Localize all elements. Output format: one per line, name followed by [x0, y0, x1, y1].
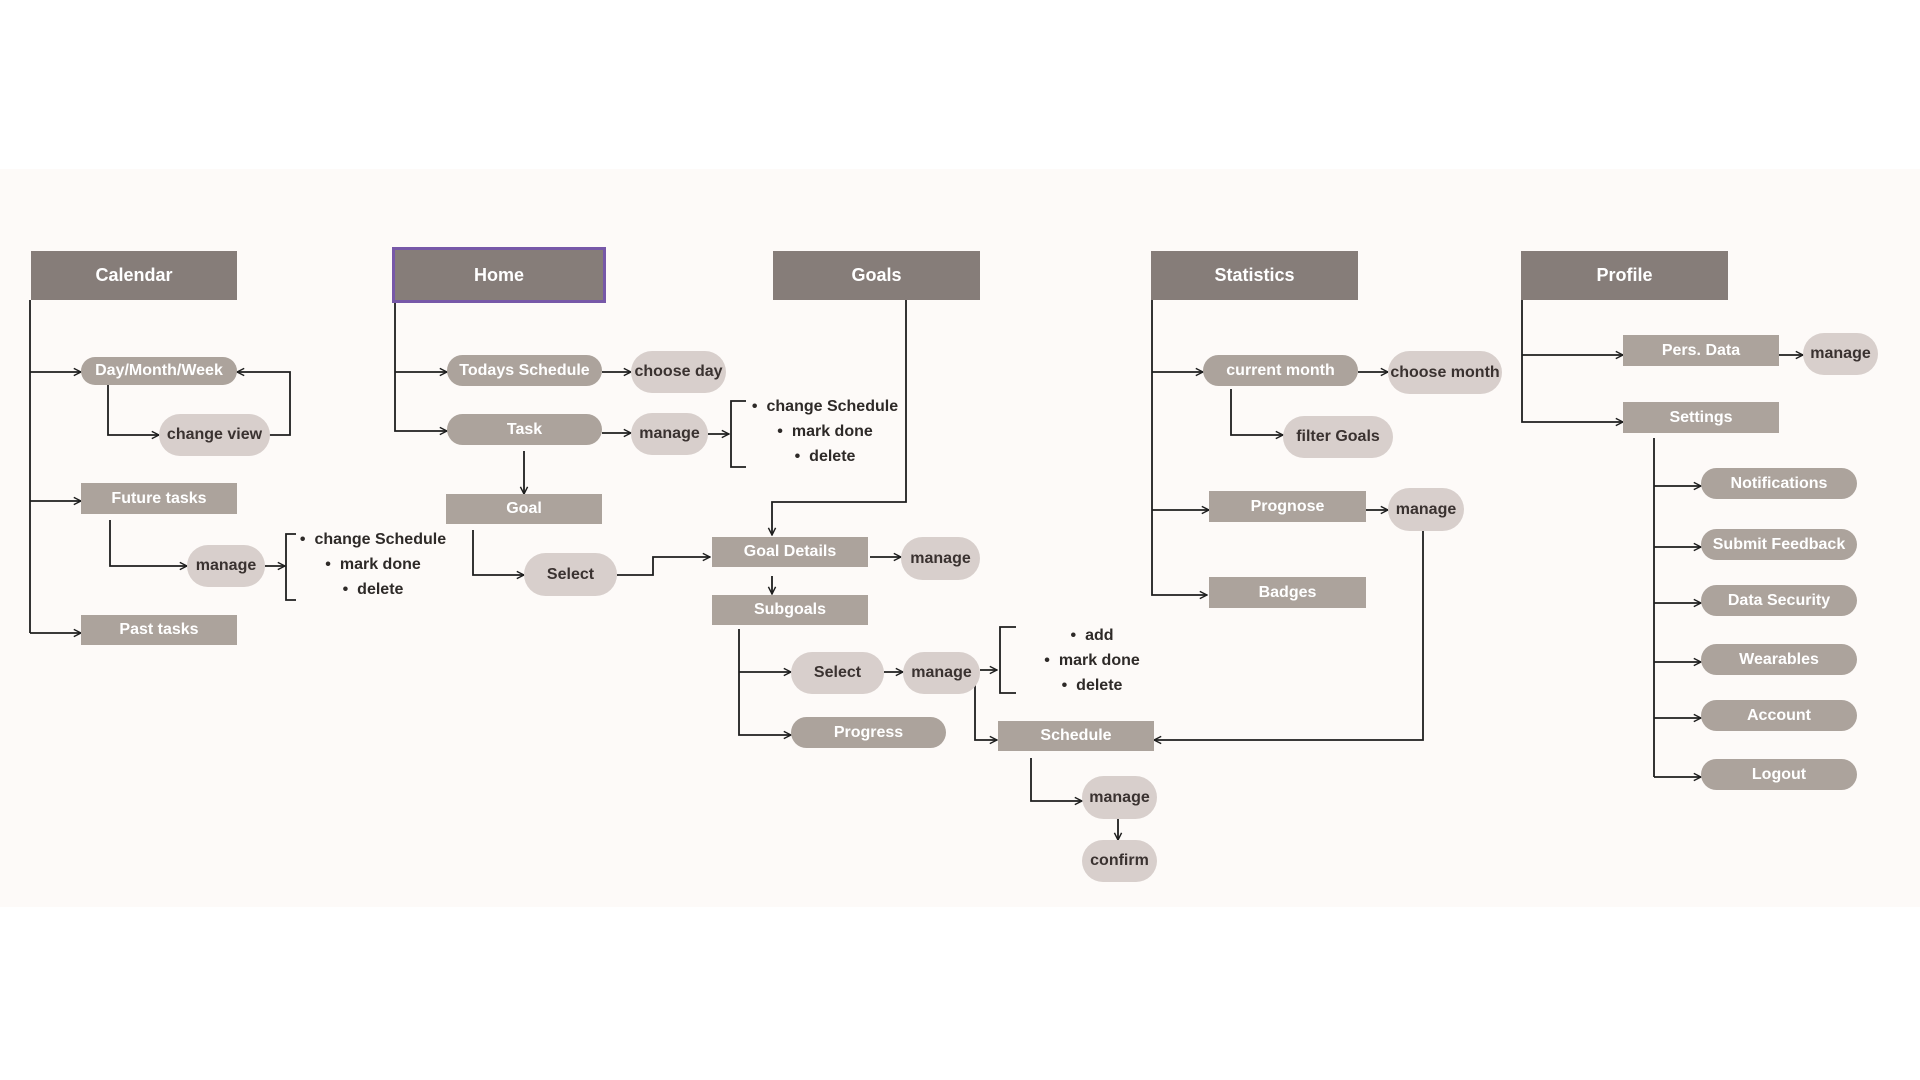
connector — [1230, 389, 1283, 435]
settings-node[interactable]: Settings — [1623, 402, 1779, 433]
choose-month-bubble[interactable]: choose month — [1388, 351, 1502, 394]
account-node[interactable]: Account — [1701, 700, 1857, 731]
connector — [738, 629, 791, 735]
action-item: delete — [740, 444, 910, 469]
prognose-node[interactable]: Prognose — [1209, 491, 1366, 522]
profile-header[interactable]: Profile — [1521, 251, 1728, 300]
notifications-node[interactable]: Notifications — [1701, 468, 1857, 499]
past-tasks-node[interactable]: Past tasks — [81, 615, 237, 645]
connector — [107, 385, 159, 435]
goals-header[interactable]: Goals — [773, 251, 980, 300]
action-item: change Schedule — [298, 527, 448, 552]
submit-feedback-node[interactable]: Submit Feedback — [1701, 529, 1857, 560]
current-month-node[interactable]: current month — [1203, 355, 1358, 386]
action-item: mark done — [1022, 648, 1162, 673]
connector — [285, 533, 296, 601]
statistics-header[interactable]: Statistics — [1151, 251, 1358, 300]
connector — [1521, 290, 1623, 422]
data-security-node[interactable]: Data Security — [1701, 585, 1857, 616]
choose-day-bubble[interactable]: choose day — [631, 351, 726, 393]
filter-goals-bubble[interactable]: filter Goals — [1283, 416, 1393, 458]
subgoal-select-bubble[interactable]: Select — [791, 652, 884, 694]
connector — [109, 520, 187, 566]
action-item: delete — [1022, 673, 1162, 698]
schedule-node[interactable]: Schedule — [998, 721, 1154, 751]
schedule-manage-bubble[interactable]: manage — [1082, 776, 1157, 819]
connector — [472, 530, 524, 575]
goal-node[interactable]: Goal — [446, 494, 602, 524]
logout-node[interactable]: Logout — [1701, 759, 1857, 790]
wearables-node[interactable]: Wearables — [1701, 644, 1857, 675]
todays-schedule-node[interactable]: Todays Schedule — [447, 355, 602, 386]
subgoals-node[interactable]: Subgoals — [712, 595, 868, 625]
connector — [1030, 758, 1082, 801]
goal-select-bubble[interactable]: Select — [524, 553, 617, 596]
future-tasks-actions-list: change Schedule mark done delete — [298, 527, 448, 602]
task-actions-list: change Schedule mark done delete — [740, 394, 910, 469]
action-item: mark done — [740, 419, 910, 444]
task-node[interactable]: Task — [447, 414, 602, 445]
future-tasks-node[interactable]: Future tasks — [81, 483, 237, 514]
change-view-bubble[interactable]: change view — [159, 414, 270, 456]
connector — [1151, 300, 1207, 595]
action-item: add — [1022, 623, 1162, 648]
pers-data-manage-bubble[interactable]: manage — [1803, 333, 1878, 375]
subgoal-actions-list: add mark done delete — [1022, 623, 1162, 698]
badges-node[interactable]: Badges — [1209, 577, 1366, 608]
action-item: delete — [298, 577, 448, 602]
pers-data-node[interactable]: Pers. Data — [1623, 335, 1779, 366]
action-item: mark done — [298, 552, 448, 577]
connector — [394, 302, 447, 431]
future-tasks-manage-bubble[interactable]: manage — [187, 545, 265, 587]
day-month-week-node[interactable]: Day/Month/Week — [81, 357, 237, 385]
connector — [730, 400, 746, 468]
task-manage-bubble[interactable]: manage — [631, 413, 708, 455]
connector — [1154, 530, 1424, 740]
action-item: change Schedule — [740, 394, 910, 419]
progress-node[interactable]: Progress — [791, 717, 946, 748]
connector — [999, 626, 1016, 694]
connector — [617, 557, 710, 576]
connector — [974, 685, 997, 740]
home-header[interactable]: Home — [392, 247, 606, 303]
subgoal-manage-bubble[interactable]: manage — [903, 652, 980, 694]
goal-details-node[interactable]: Goal Details — [712, 537, 868, 567]
goal-details-manage-bubble[interactable]: manage — [901, 537, 980, 580]
prognose-manage-bubble[interactable]: manage — [1388, 488, 1464, 531]
calendar-header[interactable]: Calendar — [31, 251, 237, 300]
confirm-bubble[interactable]: confirm — [1082, 840, 1157, 882]
connector — [237, 372, 291, 436]
